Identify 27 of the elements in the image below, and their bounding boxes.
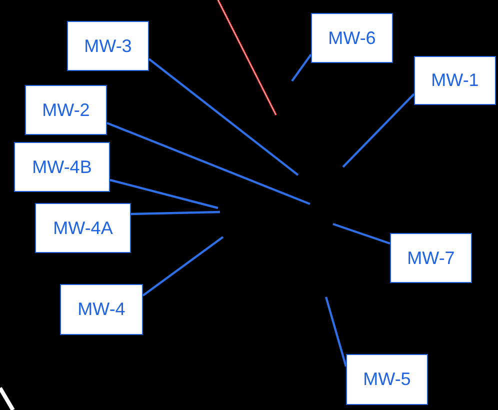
callout-box: [311, 13, 393, 63]
leader-line: [332, 222, 390, 245]
leader-line: [324, 296, 348, 367]
callout-box: [346, 354, 428, 405]
leader-line: [142, 236, 224, 296]
leader-line: [130, 210, 220, 216]
well-label: MW-6: [328, 28, 376, 48]
leader-line: [110, 178, 218, 210]
leader-line: [148, 58, 299, 176]
well-label: MW-3: [84, 36, 132, 56]
callout-box: [390, 233, 472, 283]
leader-line: [342, 93, 415, 168]
callout-box: [414, 56, 496, 105]
callout-box: [67, 21, 149, 71]
well-label: MW-4: [78, 299, 126, 320]
well-label: MW-2: [42, 100, 90, 120]
callout-box: [35, 203, 131, 253]
callout-box: [60, 284, 143, 335]
well-label: MW-4A: [53, 218, 113, 238]
callout-box: [14, 142, 110, 192]
well-label: MW-4B: [32, 156, 92, 178]
well-label: MW-7: [407, 248, 455, 268]
well-label: MW-5: [363, 369, 411, 390]
well-label: MW-1: [431, 70, 479, 91]
callout-box: [25, 85, 107, 135]
leader-line: [106, 122, 310, 206]
leader-line: [291, 54, 312, 82]
